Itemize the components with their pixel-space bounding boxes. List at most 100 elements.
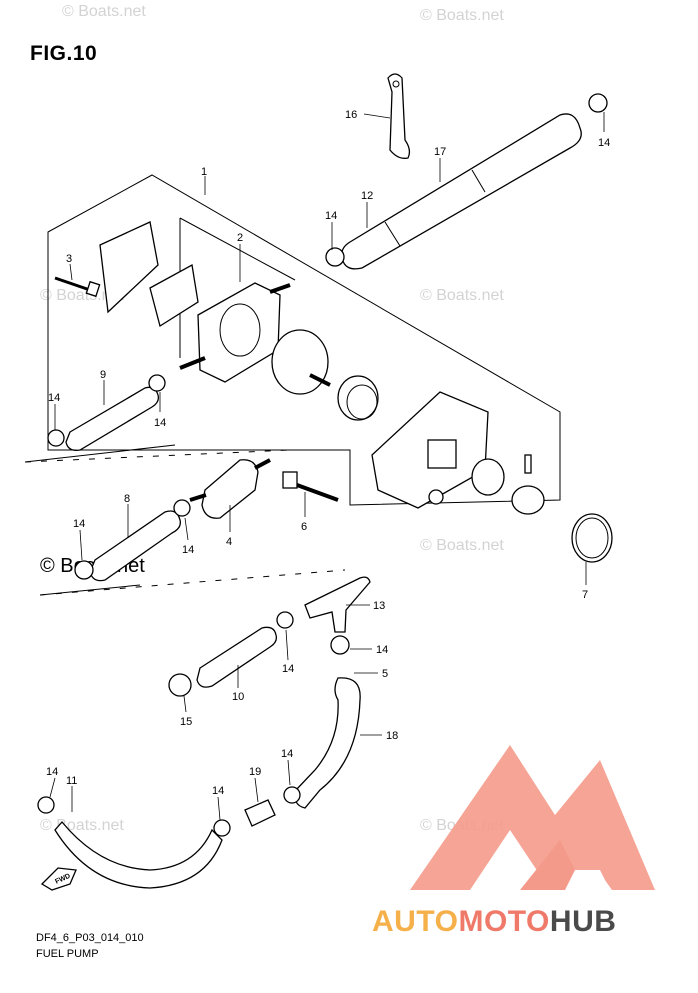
short-hose-8: [89, 510, 181, 582]
screw: [54, 276, 91, 292]
small-spring: [471, 458, 505, 496]
leader-line: [285, 629, 289, 661]
leader-line: [79, 529, 83, 561]
watermark: © Boats.net: [420, 7, 504, 24]
callout-5: 5: [382, 668, 388, 680]
watermark: © Boats.net: [62, 3, 146, 20]
figure-name: FUEL PUMP: [36, 948, 99, 960]
callout-14: 14: [182, 544, 194, 556]
callout-16: 16: [345, 109, 357, 121]
fuel-filter: [201, 459, 259, 519]
pump-nipple: [269, 283, 291, 294]
callout-14: 14: [325, 210, 337, 222]
assembly-inner-line: [179, 217, 296, 281]
leader-line: [69, 263, 73, 281]
brand-part-auto: AUTO: [372, 905, 459, 938]
leader-line: [184, 517, 189, 541]
pump-nipple: [179, 356, 206, 370]
t-joint: [304, 576, 371, 633]
callout-8: 8: [124, 493, 130, 505]
section-line: [39, 584, 141, 596]
callout-14: 14: [48, 392, 60, 404]
hose-joint: [471, 169, 486, 193]
hose-connector-19: [244, 799, 276, 827]
short-hose-9: [65, 386, 160, 451]
o-ring: [571, 513, 613, 563]
pump-cover-plate: [99, 221, 159, 314]
screw-head: [85, 280, 101, 298]
brand-wordmark: AUTOMOTOHUB: [372, 905, 616, 939]
figure-code: DF4_6_P03_014_010: [36, 932, 144, 944]
leader-line: [183, 695, 187, 713]
leader-line: [363, 113, 391, 119]
callout-4: 4: [226, 536, 232, 548]
forward-direction-badge: FWD: [40, 867, 77, 891]
o-ring-inner: [575, 517, 609, 559]
filter-nipple: [254, 458, 271, 470]
hose-joint: [384, 221, 401, 247]
pump-gasket: [149, 263, 199, 328]
bolt-head: [282, 471, 298, 489]
brand-part-moto: MOTO: [458, 905, 550, 938]
lower-fuel-hose-11: [54, 820, 223, 889]
section-line: [24, 449, 291, 463]
filter-nipple: [189, 493, 207, 502]
hose-clip: [37, 796, 55, 814]
callout-9: 9: [100, 369, 106, 381]
callout-14: 14: [598, 137, 610, 149]
callout-15: 15: [180, 716, 192, 728]
hose-clip: [148, 374, 166, 392]
callout-14: 14: [73, 518, 85, 530]
callout-14: 14: [154, 417, 166, 429]
callout-14: 14: [212, 785, 224, 797]
hose-clip: [47, 429, 65, 447]
housing-boss: [427, 439, 457, 469]
hose-clip: [276, 611, 294, 629]
watermark: © Boats.net: [40, 287, 124, 304]
diaphragm-rod: [309, 373, 331, 387]
section-line: [39, 569, 346, 596]
pump-spring: [337, 375, 379, 421]
callout-19: 19: [249, 766, 261, 778]
watermark: © Boats.net: [420, 537, 504, 554]
hose-clip: [213, 819, 231, 837]
hose-clip: [283, 786, 301, 804]
housing-nut: [428, 489, 444, 505]
hook-hole: [392, 80, 400, 88]
watermark: © Boats.net: [40, 817, 124, 834]
callout-11: 11: [66, 775, 77, 787]
plunger: [511, 485, 545, 515]
leader-line: [217, 796, 221, 821]
hose-clamp-15: [168, 673, 192, 697]
callout-12: 12: [361, 190, 373, 202]
leader-line: [254, 777, 259, 803]
callout-10: 10: [232, 691, 244, 703]
callout-18: 18: [386, 730, 398, 742]
hose-clip: [330, 635, 350, 655]
assembly-outline: [47, 174, 561, 506]
callout-6: 6: [301, 521, 307, 533]
callout-14: 14: [281, 748, 293, 760]
bolt-shank: [296, 483, 339, 502]
callout-7: 7: [582, 589, 588, 601]
short-hose-10: [196, 626, 278, 688]
hose-clip: [74, 560, 94, 580]
pump-body: [197, 282, 281, 383]
hose-clip: [325, 247, 345, 267]
pump-body-bore: [219, 303, 261, 357]
hose-clip: [173, 499, 191, 517]
pin: [524, 454, 532, 474]
callout-14: 14: [46, 766, 58, 778]
hook-bracket: [387, 73, 411, 159]
section-line: [24, 444, 176, 463]
callout-13: 13: [373, 600, 385, 612]
upper-fuel-hose: [341, 113, 582, 270]
diaphragm: [271, 329, 329, 395]
leader-line: [49, 777, 56, 798]
callout-2: 2: [237, 232, 243, 244]
long-fuel-hose-18: [294, 677, 361, 809]
brand-part-hub: HUB: [549, 905, 617, 938]
hose-clip: [588, 93, 608, 113]
